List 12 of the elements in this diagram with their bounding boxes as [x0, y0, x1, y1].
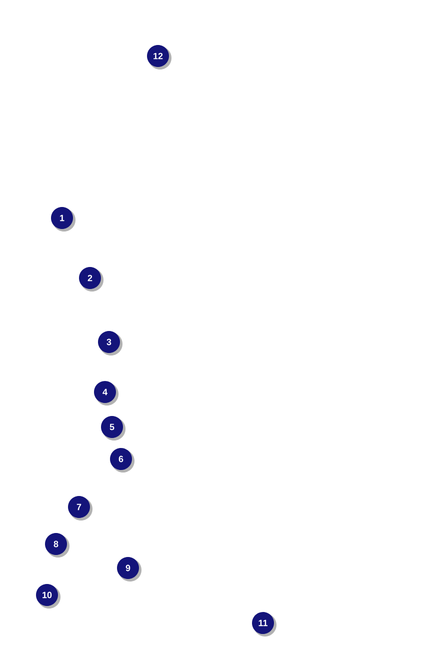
callout-number: 7: [68, 496, 92, 520]
callout-number: 8: [45, 533, 70, 558]
callout-number: 3: [98, 331, 122, 356]
callout-number: 9: [117, 557, 142, 582]
callout-number: 11: [252, 612, 276, 636]
callout-number: 5: [101, 416, 126, 440]
callout-number: 6: [110, 448, 134, 472]
callout-number: 2: [79, 267, 104, 292]
callout-number: 10: [36, 584, 60, 608]
callout-number: 4: [94, 381, 118, 406]
callout-number: 12: [147, 45, 172, 70]
callout-number: 1: [51, 207, 76, 232]
